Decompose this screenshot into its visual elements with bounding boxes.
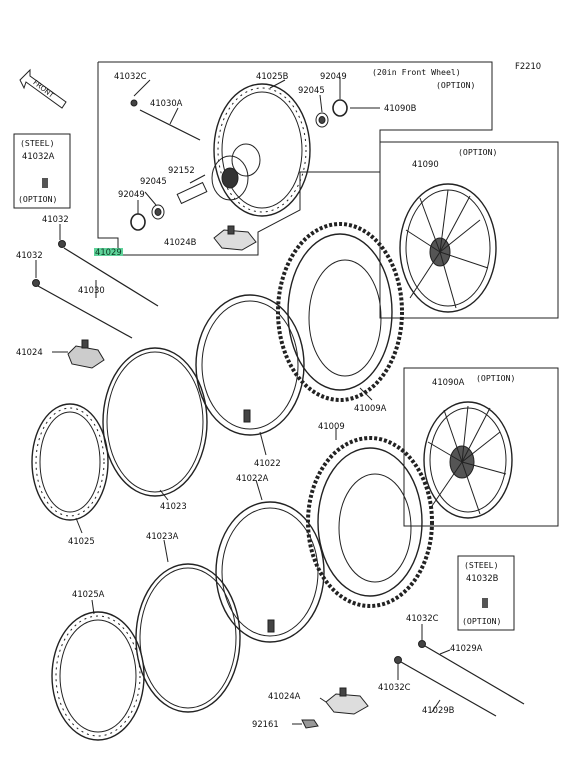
part-41025B: 41025B [256,71,289,81]
part-41023: 41023 [160,501,187,511]
wheel-41090A-frame [403,367,559,527]
part-41032C-top: 41032C [114,71,147,81]
rim-band-41023-drawing [102,347,208,497]
front-wheel-group-note: (OPTION) [436,80,476,90]
rim-41025-drawing [31,403,109,521]
rim-band-41023A-drawing [135,563,241,713]
wheel-41090-drawing [379,141,559,319]
tire-41009A-drawing [276,222,404,402]
part-92045-mid: 92045 [140,176,167,186]
wheel-41090-note: (OPTION) [458,147,498,157]
part-41024B: 41024B [164,237,197,247]
steel-box-b-frame [457,555,515,631]
part-92049-mid: 92049 [118,189,145,199]
wheel-41090-part: 41090 [412,159,439,169]
wheel-41090A-note: (OPTION) [476,373,516,383]
front-wheel-group-outline [97,61,493,256]
part-41022A: 41022A [236,473,269,483]
part-41009: 41009 [318,421,345,431]
part-41025: 41025 [68,536,95,546]
wheel-41090A-drawing [403,367,559,527]
part-41029-highlighted[interactable]: 41029 [94,247,123,257]
part-41024A: 41024A [268,691,301,701]
part-41024: 41024 [16,347,43,357]
tube-41022-drawing [195,294,305,436]
steel-box-b-note: (OPTION) [462,616,502,626]
tire-41009-drawing [306,436,434,608]
part-41032-b: 41032 [16,250,43,260]
part-41025A: 41025A [72,589,105,599]
tube-41022A-drawing [215,501,325,643]
part-41030: 41030 [78,285,105,295]
part-92049-top: 92049 [320,71,347,81]
wheel-41090-frame [379,141,559,319]
front-wheel-group-title: (20in Front Wheel) [372,67,461,77]
steel-box-b-part: 41032B [466,573,499,583]
part-41090B: 41090B [384,103,417,113]
part-41032C-bottom: 41032C [378,682,411,692]
rim-41025A-drawing [51,611,145,741]
part-41030A: 41030A [150,98,183,108]
part-41032C-right: 41032C [406,613,439,623]
part-92152: 92152 [168,165,195,175]
part-41032-a: 41032 [42,214,69,224]
steel-box-b-title: (STEEL) [464,560,499,570]
rim-41025B-drawing [213,83,311,217]
front-hub-drawing [176,143,261,205]
wheel-41090A-part: 41090A [432,377,465,387]
part-41009A: 41009A [354,403,387,413]
steel-box-a-note: (OPTION) [18,194,58,204]
steel-box-a-title: (STEEL) [20,138,55,148]
part-41022: 41022 [254,458,281,468]
front-arrow-icon [19,68,67,109]
part-92045-top: 92045 [298,85,325,95]
figure-code: F2210 [515,61,542,71]
part-41023A: 41023A [146,531,179,541]
part-41029B: 41029B [422,705,455,715]
steel-box-a-frame [13,133,71,209]
steel-box-a-part: 41032A [22,151,55,161]
part-41029A: 41029A [450,643,483,653]
part-92161: 92161 [252,719,279,729]
